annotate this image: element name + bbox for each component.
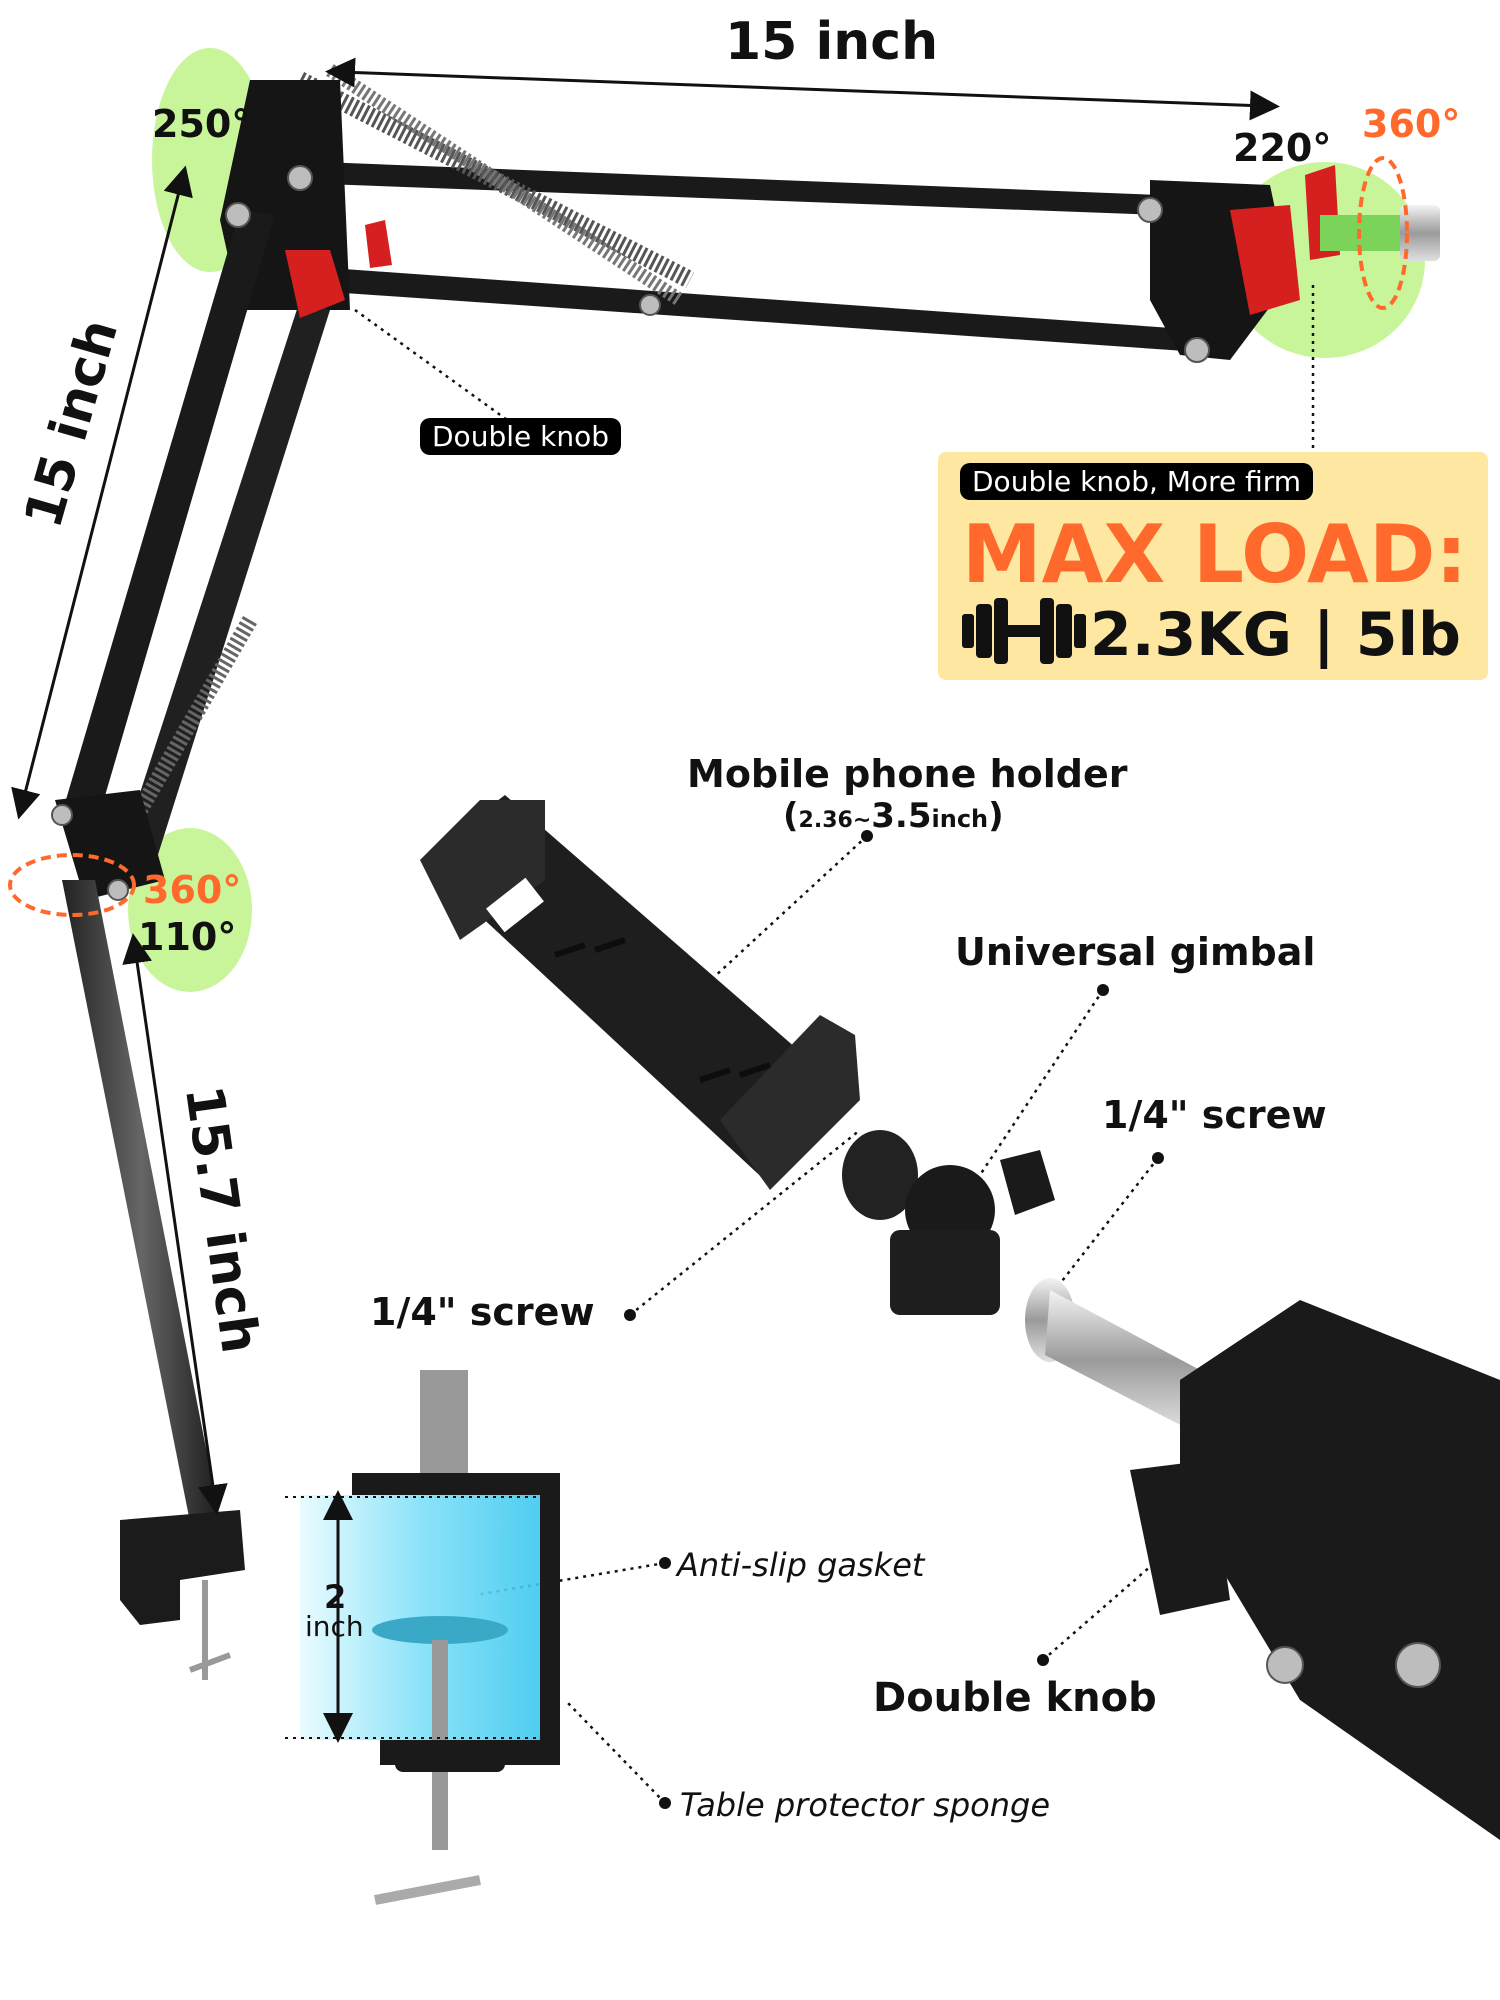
dimension-arrows [11,57,1280,1515]
clamp-opening-unit: inch [305,1610,364,1643]
angle-bottom-rotate: 360° [143,868,242,912]
max-load-heading: MAX LOAD: [962,508,1468,601]
screw-left-label: 1/4" screw [370,1290,595,1334]
angle-top-right-rotate: 360° [1362,102,1461,146]
universal-gimbal-label: Universal gimbal [955,930,1316,974]
dumbbell-icon [962,598,1086,664]
dimension-top-label: 15 inch [725,12,938,72]
double-knob-bottom-label: Double knob [873,1675,1157,1721]
screw-right-label: 1/4" screw [1102,1093,1327,1137]
anti-slip-label: Anti-slip gasket [677,1546,925,1584]
universal-gimbal [842,1130,1055,1315]
max-load-separator: | [1312,600,1335,670]
dimension-top-text: 15 inch [725,12,939,72]
max-load-kg: 2.3KG [1090,600,1293,670]
clamp-opening-value: 2 [324,1578,347,1616]
range-open-paren: ( [783,796,799,836]
arrow-top [325,57,1280,121]
angle-bottom: 110° [138,915,237,959]
range-close-paren: ) [988,796,1004,836]
max-load-values: 2.3KG | 5lb [1090,600,1461,670]
range-unit: inch [931,805,989,833]
max-load-lb: 5lb [1355,600,1461,670]
angle-top-right: 220° [1233,126,1332,170]
rotate-arrow-icon [8,156,1409,917]
leader-dots [624,830,1164,1809]
arrow-upper [11,165,193,820]
mount-assembly [1025,1278,1500,1840]
sponge-label: Table protector sponge [680,1786,1051,1824]
phone-holder [420,795,860,1190]
desk-clamp [285,1370,560,1905]
arrow-lower [122,933,228,1515]
double-knob-firm-label: Double knob, More firm [960,463,1314,500]
angle-top-left: 250° [152,102,251,146]
double-knob-top-label: Double knob [420,418,621,455]
phone-holder-range: (2.36~3.5inch) [783,796,1004,836]
range-small: 2.36~ [798,808,872,833]
range-big: 3.5 [871,796,932,836]
phone-holder-title: Mobile phone holder [687,752,1128,796]
